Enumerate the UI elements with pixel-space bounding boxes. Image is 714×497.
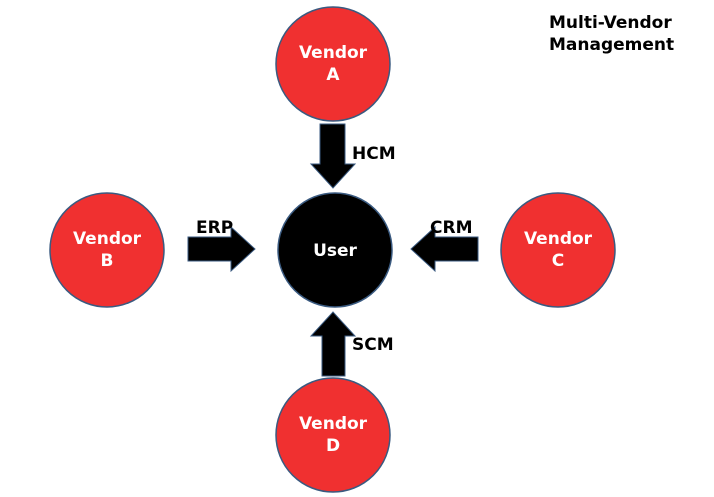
- vendor-d-label: Vendor: [299, 414, 368, 434]
- scm-arrow: [309, 311, 357, 377]
- user-circle: [277, 192, 393, 308]
- vendor-c-circle: [500, 192, 616, 308]
- vendor-b-circle: [49, 192, 165, 308]
- user-node: User: [277, 192, 393, 308]
- vendor-d-letter: D: [326, 436, 340, 456]
- vendor-b-letter: B: [101, 251, 114, 271]
- scm-label: SCM: [352, 335, 394, 355]
- crm-arrow: [410, 225, 479, 273]
- vendor-a-circle: [275, 6, 391, 122]
- vendor-b-label: Vendor: [73, 229, 142, 249]
- hcm-label: HCM: [352, 144, 396, 164]
- vendor-d-circle: [275, 377, 391, 493]
- vendor-a-letter: A: [326, 65, 340, 85]
- erp-arrow: [187, 225, 256, 273]
- crm-label: CRM: [430, 218, 472, 238]
- vendor-c-node: Vendor C: [500, 192, 616, 308]
- diagram-title: Multi-Vendor Management: [549, 12, 709, 56]
- vendor-d-node: Vendor D: [275, 377, 391, 493]
- erp-label: ERP: [196, 218, 233, 238]
- title-line-2: Management: [549, 35, 675, 55]
- title-line-1: Multi-Vendor: [549, 13, 672, 33]
- vendor-a-node: Vendor A: [275, 6, 391, 122]
- vendor-c-letter: C: [552, 251, 564, 271]
- vendor-a-label: Vendor: [299, 43, 368, 63]
- vendor-b-node: Vendor B: [49, 192, 165, 308]
- user-label: User: [313, 241, 357, 261]
- hcm-arrow: [309, 123, 357, 189]
- vendor-c-label: Vendor: [524, 229, 593, 249]
